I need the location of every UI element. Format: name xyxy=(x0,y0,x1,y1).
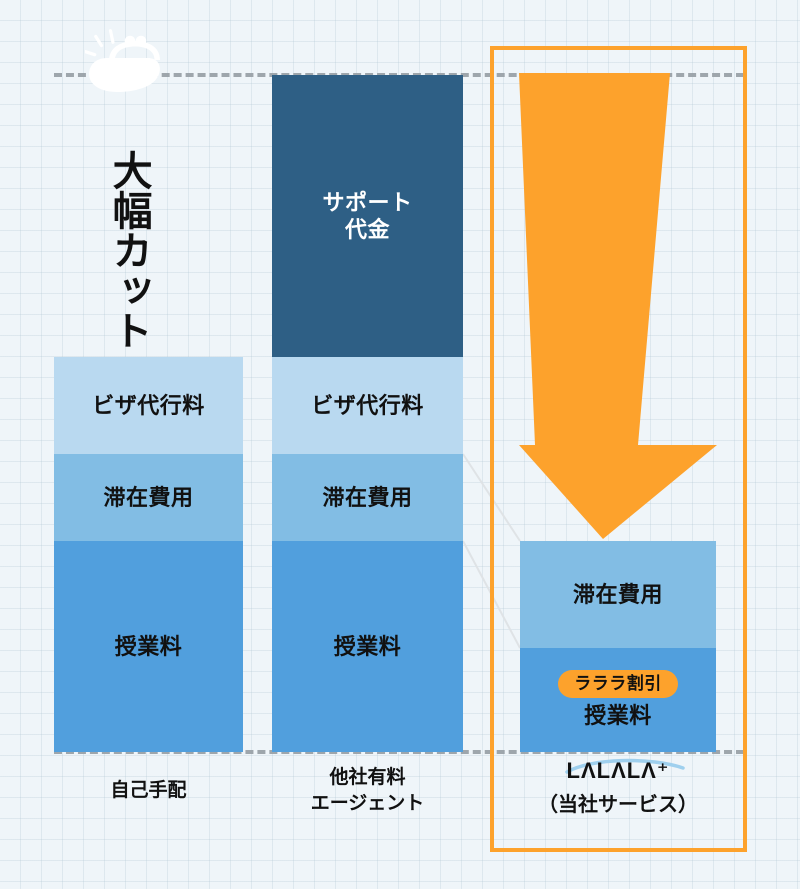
axis-label-lalala-service: LΛLΛLΛ⁺ （当社サービス） xyxy=(506,758,730,819)
segment-tuition-fee: ラララ割引 授業料 xyxy=(520,648,716,752)
bar-self-arrangement: ビザ代行料 滞在費用 授業料 xyxy=(54,357,243,752)
segment-stay-cost: 滞在費用 xyxy=(272,454,463,541)
segment-visa-fee: ビザ代行料 xyxy=(272,357,463,454)
bar-lalala-service: 滞在費用 ラララ割引 授業料 xyxy=(520,541,716,752)
arrow-shape xyxy=(519,73,717,539)
baseline-dashed-line xyxy=(54,750,744,754)
segment-support-fee: サポート 代金 xyxy=(272,75,463,357)
segment-support-fee-line1: サポート xyxy=(322,189,413,215)
axis-label-service-sub: （当社サービス） xyxy=(538,793,698,816)
axis-label-self-arrangement: 自己手配 xyxy=(54,778,243,804)
discount-badge: ラララ割引 xyxy=(558,670,678,699)
segment-tuition-fee-label: 授業料 xyxy=(584,703,652,729)
segment-stay-cost: 滞在費用 xyxy=(520,541,716,648)
service-highlight-frame xyxy=(490,46,747,852)
lalala-logo: LΛLΛLΛ⁺ xyxy=(564,758,685,783)
axis-label-other-agent: 他社有料 エージェント xyxy=(268,765,467,816)
axis-label-text-line1: 他社有料 xyxy=(329,767,406,788)
lalala-logo-text: LΛLΛLΛ⁺ xyxy=(566,758,670,783)
axis-label-text-line2: エージェント xyxy=(310,792,425,814)
segment-tuition-fee: 授業料 xyxy=(272,541,463,752)
segment-stay-cost: 滞在費用 xyxy=(54,454,243,541)
axis-label-text: 自己手配 xyxy=(110,780,187,801)
segment-tuition-fee: 授業料 xyxy=(54,541,243,752)
cost-cut-arrow xyxy=(490,73,746,539)
bar-other-agent: サポート 代金 ビザ代行料 滞在費用 授業料 xyxy=(272,75,463,752)
segment-support-fee-line2: 代金 xyxy=(344,217,390,242)
segment-visa-fee: ビザ代行料 xyxy=(54,357,243,454)
